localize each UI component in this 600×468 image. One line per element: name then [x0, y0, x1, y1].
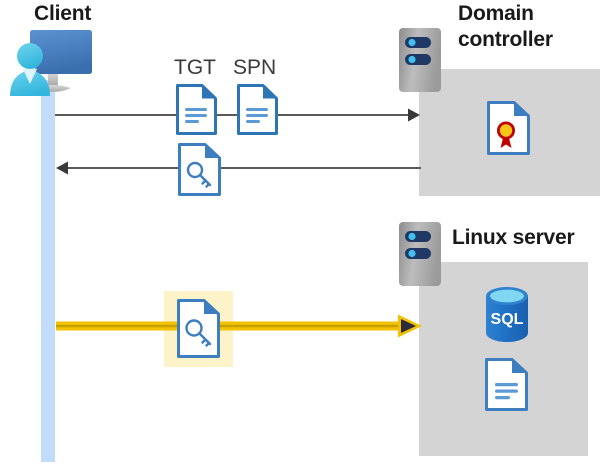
domain-controller-server-rack-icon: [399, 28, 441, 92]
tgt-label: TGT: [174, 56, 216, 79]
message-arrow-ticket: [56, 314, 422, 338]
ticket-document-key-icon: [177, 299, 220, 358]
client-lifeline: [41, 80, 55, 462]
client-title: Client: [34, 2, 92, 25]
client-workstation-icon: [4, 24, 96, 100]
linux-server-title: Linux server: [452, 226, 575, 249]
message-arrow-request: [55, 105, 421, 125]
domain-controller-title-line2: controller: [458, 28, 553, 51]
domain-controller-title-line1: Domain: [458, 2, 534, 25]
svg-text:SQL: SQL: [491, 311, 524, 328]
sql-database-icon: SQL: [484, 287, 530, 343]
response-document-key-icon: [178, 143, 221, 196]
linux-server-server-rack-icon: [399, 222, 441, 286]
tgt-document-lines-icon: [176, 84, 217, 135]
message-arrow-response: [55, 158, 421, 178]
keytab-document-icon: [485, 358, 528, 411]
certificate-document-icon: [487, 101, 530, 155]
spn-label: SPN: [233, 56, 277, 79]
spn-document-lines-icon: [237, 84, 278, 135]
